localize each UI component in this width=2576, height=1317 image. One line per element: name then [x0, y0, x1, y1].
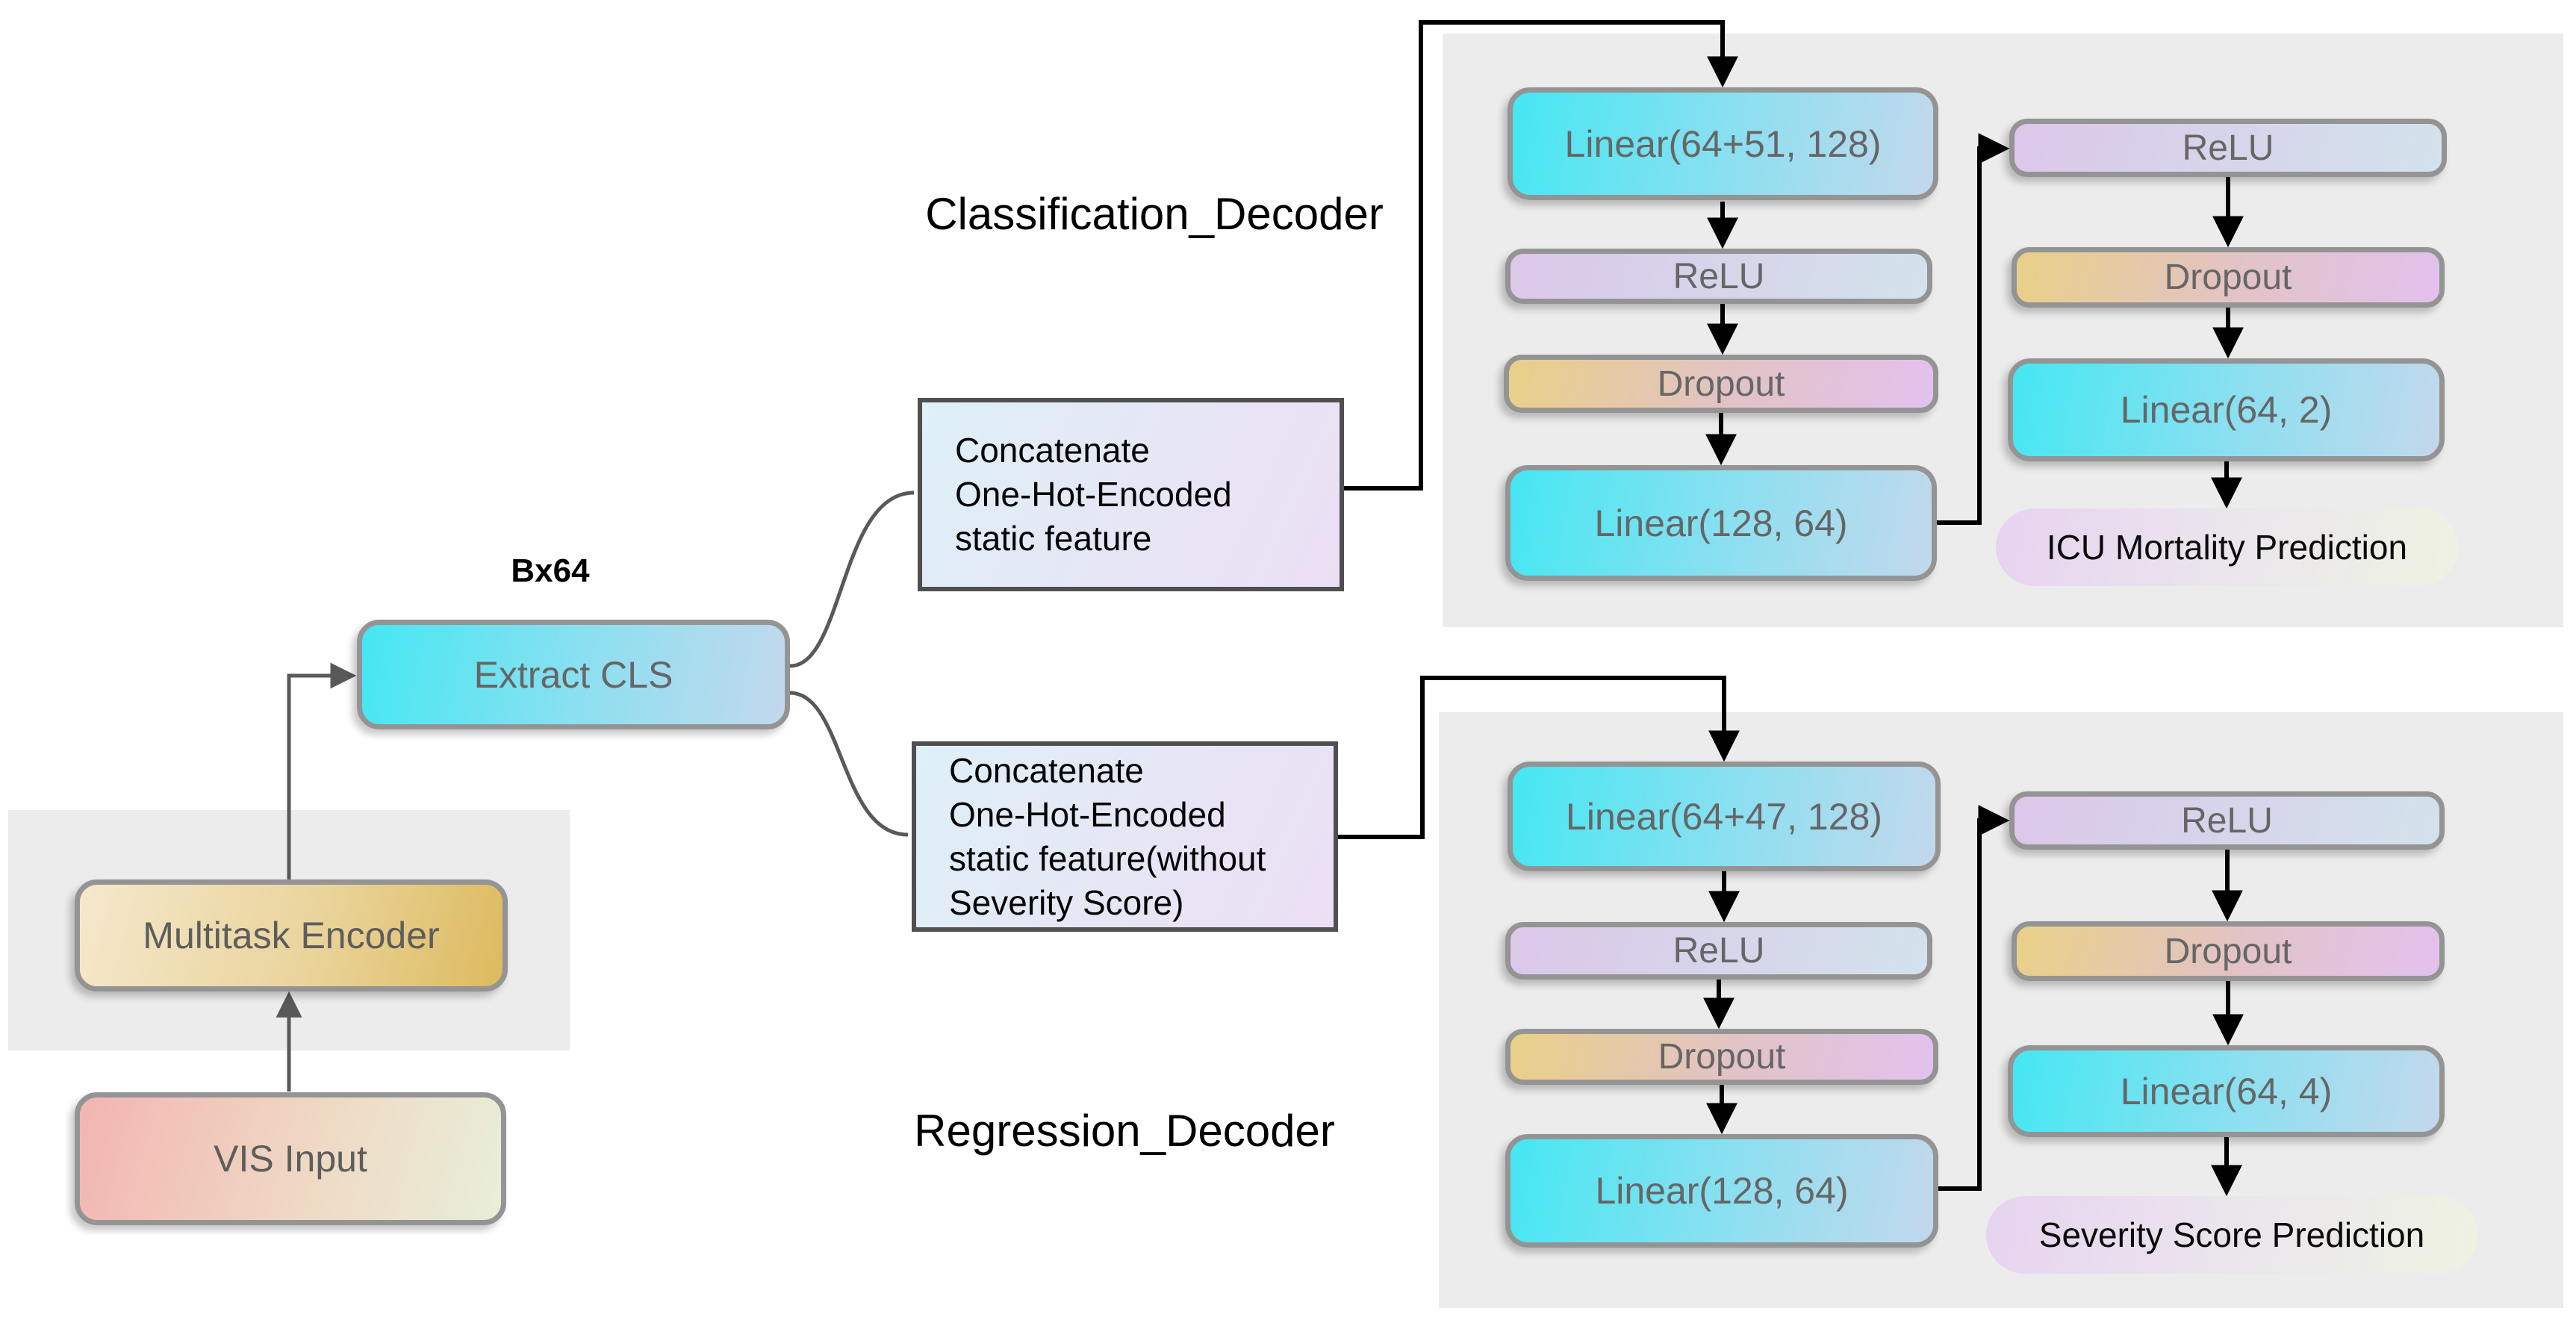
classification-decoder-title: Classification_Decoder — [925, 189, 1384, 239]
node-reg-dropout2: Dropout — [2012, 921, 2445, 981]
node-cls-dropout1: Dropout — [1504, 355, 1938, 413]
note-concat-classification: Concatenate One-Hot-Encoded static featu… — [918, 398, 1344, 591]
node-reg-linear2: Linear(128, 64) — [1505, 1134, 1938, 1248]
node-cls-linear1: Linear(64+51, 128) — [1508, 87, 1938, 200]
node-reg-relu2: ReLU — [2009, 791, 2445, 850]
node-reg-linear3: Linear(64, 4) — [2008, 1045, 2445, 1137]
node-cls-dropout2: Dropout — [2012, 247, 2445, 308]
output-icu-mortality-prediction: ICU Mortality Prediction — [1996, 508, 2458, 586]
node-cls-linear3: Linear(64, 2) — [2008, 358, 2445, 461]
node-reg-relu1: ReLU — [1505, 922, 1932, 980]
node-extract-cls: Extract CLS — [357, 620, 790, 729]
wire-cls-to-concat-top — [789, 491, 915, 668]
regression-decoder-title: Regression_Decoder — [914, 1106, 1335, 1156]
node-vis-input: VIS Input — [75, 1092, 506, 1225]
output-severity-score-prediction: Severity Score Prediction — [1986, 1196, 2477, 1274]
node-cls-relu2: ReLU — [2009, 119, 2447, 177]
tensor-shape-label: Bx64 — [511, 552, 590, 589]
node-reg-linear1: Linear(64+47, 128) — [1508, 762, 1941, 871]
node-reg-dropout1: Dropout — [1505, 1029, 1938, 1085]
wire-cls-to-concat-bottom — [789, 691, 909, 837]
node-cls-linear2: Linear(128, 64) — [1505, 465, 1937, 581]
node-cls-relu1: ReLU — [1505, 249, 1932, 304]
node-multitask-encoder: Multitask Encoder — [75, 879, 508, 991]
note-concat-regression: Concatenate One-Hot-Encoded static featu… — [912, 741, 1338, 932]
